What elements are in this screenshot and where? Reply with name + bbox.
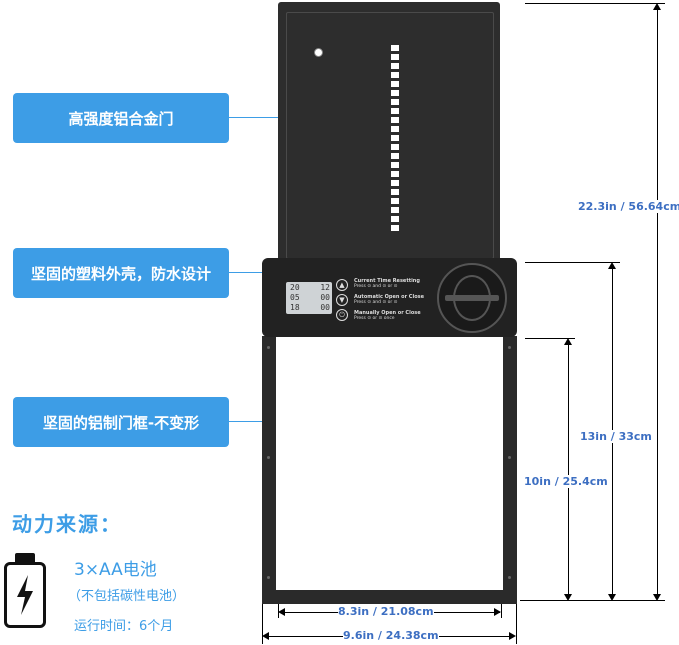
dim-label-frame-width: 9.6in / 24.38cm xyxy=(343,629,439,642)
down-button[interactable]: ▼ xyxy=(336,294,348,306)
dim-label-total-height: 22.3in / 56.64cm xyxy=(578,200,679,213)
callout-aluminum-frame: 坚固的铝制门框-不变形 xyxy=(13,397,229,447)
control-buttons: ▲ ▼ ⏻ xyxy=(336,279,348,321)
lightning-icon xyxy=(17,575,33,615)
power-button[interactable]: ⏻ xyxy=(336,309,348,321)
control-housing: 20 12 05 00 18 00 ▲ ▼ ⏻ Current Time Resett… xyxy=(262,258,517,337)
instruction-sub: Press ⊙ and ⊙ or ⊙ xyxy=(354,284,398,289)
lcd-value: 18 xyxy=(290,303,300,312)
up-button[interactable]: ▲ xyxy=(336,279,348,291)
door-inner-border xyxy=(286,12,494,259)
instruction-title: Current Time Resetting xyxy=(354,278,420,284)
instruction-title: Automatic Open or Close xyxy=(354,294,424,300)
frame-right-rail xyxy=(503,336,517,603)
dim-label-opening-width: 8.3in / 21.08cm xyxy=(338,605,434,618)
door-panel xyxy=(278,2,500,267)
dim-line-total-height xyxy=(657,6,658,597)
callout-line xyxy=(229,272,263,273)
callout-label: 坚固的铝制门框-不变形 xyxy=(42,413,200,432)
frame-bottom-rail xyxy=(262,590,517,604)
runtime-text: 运行时间：6个月 xyxy=(74,619,174,634)
callout-label: 高强度铝合金门 xyxy=(68,109,174,128)
frame-left-rail xyxy=(262,336,276,603)
dim-ext-line xyxy=(525,3,665,4)
lcd-display: 20 12 05 00 18 00 xyxy=(286,282,332,314)
dim-line-opening-height xyxy=(568,340,569,597)
lcd-value: 20 xyxy=(290,283,300,292)
dim-ext-line xyxy=(520,600,665,601)
battery-icon xyxy=(4,562,46,628)
lcd-value: 05 xyxy=(290,293,300,302)
callout-line xyxy=(229,117,281,118)
dim-label-opening-height: 10in / 25.4cm xyxy=(524,475,608,488)
battery-note: （不包括碳性电池） xyxy=(68,589,186,604)
knob-icon xyxy=(437,263,507,333)
lcd-value: 12 xyxy=(320,283,330,292)
callout-aluminum-door: 高强度铝合金门 xyxy=(13,93,229,143)
battery-cap xyxy=(15,553,35,562)
door-slots xyxy=(391,45,401,231)
callout-line xyxy=(229,421,263,422)
dim-ext-line xyxy=(525,338,575,339)
instructions: Current Time Resetting Press ⊙ and ⊙ or … xyxy=(354,278,424,322)
lcd-value: 00 xyxy=(320,303,330,312)
instruction-title: Manually Open or Close xyxy=(354,310,421,316)
power-title: 动力来源： xyxy=(12,512,122,536)
instruction-sub: Press ⊙ or ⊙ once xyxy=(354,316,395,321)
dim-label-frame-height: 13in / 33cm xyxy=(580,430,652,443)
lcd-value: 00 xyxy=(320,293,330,302)
battery-spec: 3×AA电池 xyxy=(74,560,157,580)
callout-label: 坚固的塑料外壳，防水设计 xyxy=(30,264,211,283)
callout-plastic-housing: 坚固的塑料外壳，防水设计 xyxy=(13,248,229,298)
door-hole xyxy=(314,48,323,57)
instruction-sub: Press ⊙ and ⊙ or ⊙ xyxy=(354,300,398,305)
dim-ext-line xyxy=(525,262,620,263)
